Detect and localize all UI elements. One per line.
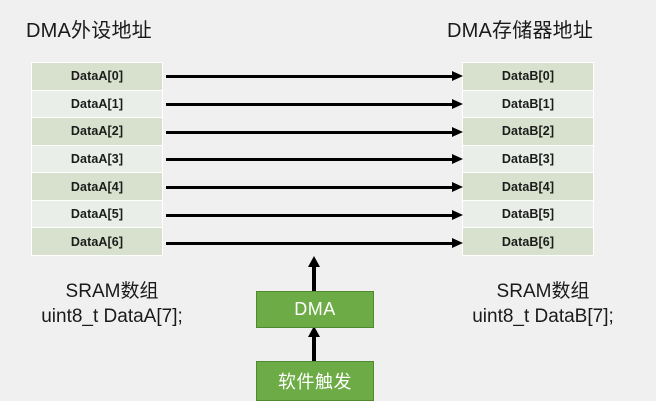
memory-cell: DataB[0] <box>463 63 593 90</box>
trigger-to-dma-arrow <box>307 326 321 362</box>
arrow-head-icon <box>452 181 463 192</box>
arrow-shaft <box>166 241 454 245</box>
transfer-arrow <box>166 237 463 249</box>
arrow-head-icon <box>307 256 320 267</box>
memory-cell: DataA[2] <box>32 118 162 145</box>
memory-cell: DataA[6] <box>32 228 162 256</box>
arrow-head-icon <box>452 209 463 220</box>
transfer-arrow <box>166 70 463 82</box>
memory-cell: DataA[1] <box>32 90 162 118</box>
software-trigger-block: 软件触发 <box>256 361 374 401</box>
arrow-head-icon <box>307 326 320 337</box>
dma-to-memory-arrow <box>307 256 321 292</box>
memory-cell: DataB[6] <box>463 228 593 256</box>
right-column-title: DMA存储器地址 <box>447 20 594 42</box>
caption-line-1: SRAM数组 <box>496 281 590 302</box>
memory-cell: DataA[4] <box>32 173 162 200</box>
arrow-shaft <box>166 213 454 217</box>
memory-cell: DataB[3] <box>463 145 593 173</box>
arrow-shaft <box>312 334 316 362</box>
arrow-shaft <box>166 74 454 78</box>
arrow-shaft <box>312 264 316 292</box>
memory-cell: DataB[4] <box>463 173 593 200</box>
transfer-arrow <box>166 209 463 221</box>
memory-cell: DataA[5] <box>32 200 162 228</box>
transfer-arrow <box>166 98 463 110</box>
transfer-arrow <box>166 126 463 138</box>
memory-cell: DataB[5] <box>463 200 593 228</box>
left-memory-table: DataA[0] DataA[1] DataA[2] DataA[3] Data… <box>31 62 163 256</box>
arrow-shaft <box>166 185 454 189</box>
arrow-head-icon <box>452 98 463 109</box>
transfer-arrow <box>166 153 463 165</box>
dma-block: DMA <box>256 291 374 328</box>
arrow-head-icon <box>452 70 463 81</box>
right-memory-table: DataB[0] DataB[1] DataB[2] DataB[3] Data… <box>462 62 594 256</box>
memory-cell: DataA[0] <box>32 63 162 90</box>
memory-cell: DataB[2] <box>463 118 593 145</box>
transfer-arrow <box>166 181 463 193</box>
arrow-head-icon <box>452 126 463 137</box>
left-sram-caption: SRAM数组 uint8_t DataA[7]; <box>12 279 212 330</box>
memory-cell: DataA[3] <box>32 145 162 173</box>
arrow-shaft <box>166 130 454 134</box>
right-sram-caption: SRAM数组 uint8_t DataB[7]; <box>438 279 648 330</box>
arrow-shaft <box>166 157 454 161</box>
arrow-head-icon <box>452 153 463 164</box>
left-column-title: DMA外设地址 <box>26 20 152 42</box>
memory-cell: DataB[1] <box>463 90 593 118</box>
arrow-head-icon <box>452 237 463 248</box>
caption-line-2: uint8_t DataA[7]; <box>41 306 183 328</box>
caption-line-2: uint8_t DataB[7]; <box>472 306 614 328</box>
caption-line-1: SRAM数组 <box>65 281 159 302</box>
arrow-shaft <box>166 102 454 106</box>
